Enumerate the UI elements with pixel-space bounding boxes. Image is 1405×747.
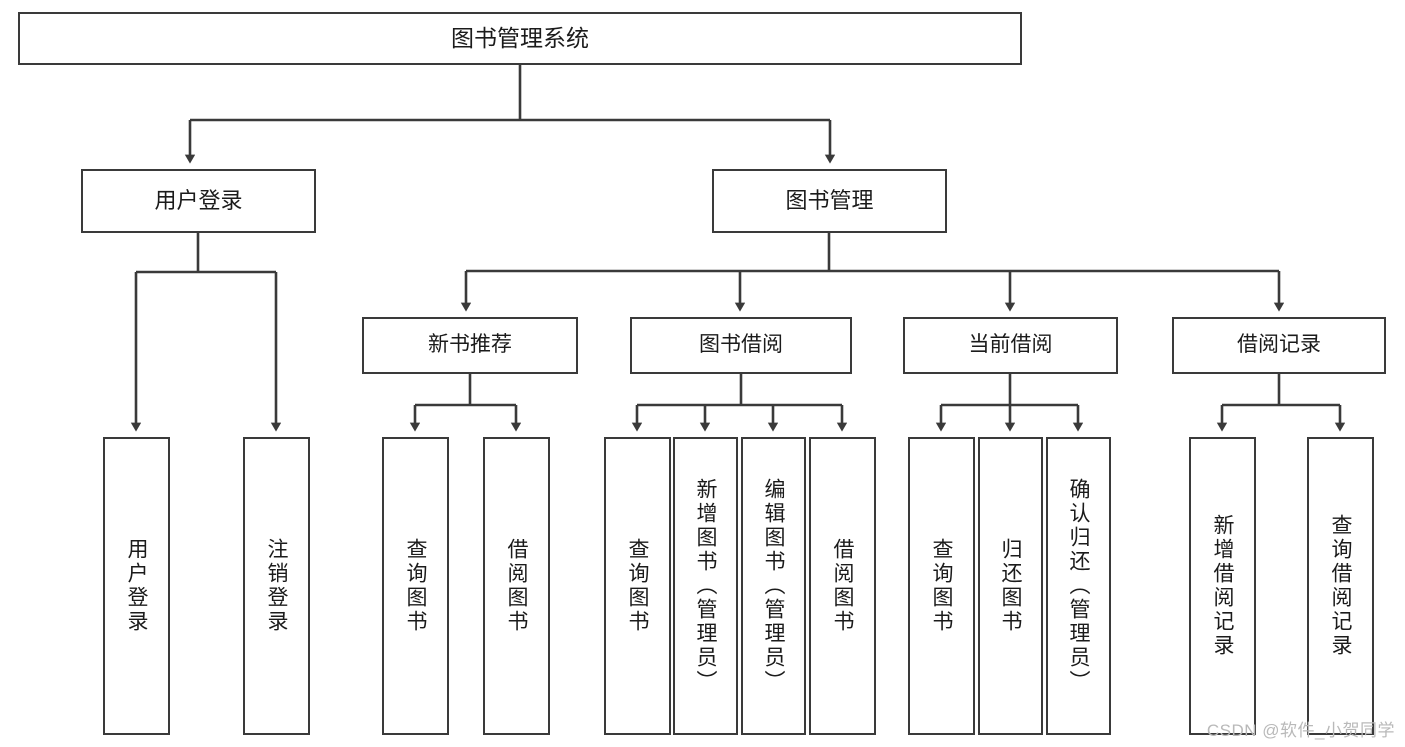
leaf-borrow-book[interactable]: 借阅图书 — [809, 437, 876, 735]
leaf-user-login-label: 用户登录 — [125, 538, 148, 634]
node-user-login-label: 用户登录 — [154, 188, 243, 214]
node-book-management-label: 图书管理 — [785, 188, 874, 214]
leaf-borrow-query-book[interactable]: 查询图书 — [604, 437, 671, 735]
leaf-current-query-book[interactable]: 查询图书 — [908, 437, 975, 735]
leaf-return-book[interactable]: 归还图书 — [978, 437, 1043, 735]
leaf-recommend-borrow-book[interactable]: 借阅图书 — [483, 437, 550, 735]
leaf-edit-book-admin[interactable]: 编辑图书（管理员） — [741, 437, 806, 735]
node-book-borrow[interactable]: 图书借阅 — [630, 317, 852, 374]
leaf-logout-label: 注销登录 — [265, 538, 288, 634]
leaf-user-login[interactable]: 用户登录 — [103, 437, 170, 735]
leaf-borrow-book-label: 借阅图书 — [831, 538, 854, 634]
node-new-book-recommend-label: 新书推荐 — [428, 333, 512, 357]
leaf-query-borrow-record-label: 查询借阅记录 — [1329, 514, 1352, 658]
leaf-logout[interactable]: 注销登录 — [243, 437, 310, 735]
leaf-recommend-borrow-book-label: 借阅图书 — [505, 538, 528, 634]
node-root-label: 图书管理系统 — [451, 25, 589, 52]
leaf-recommend-query-book-label: 查询图书 — [404, 538, 427, 634]
leaf-add-book-admin-label: 新增图书（管理员） — [694, 478, 717, 694]
node-new-book-recommend[interactable]: 新书推荐 — [362, 317, 578, 374]
leaf-borrow-query-book-label: 查询图书 — [626, 538, 649, 634]
node-book-management[interactable]: 图书管理 — [712, 169, 947, 233]
leaf-query-borrow-record[interactable]: 查询借阅记录 — [1307, 437, 1374, 735]
node-book-borrow-label: 图书借阅 — [699, 333, 783, 357]
node-borrow-record[interactable]: 借阅记录 — [1172, 317, 1386, 374]
leaf-confirm-return-admin-label: 确认归还（管理员） — [1067, 478, 1090, 694]
node-borrow-record-label: 借阅记录 — [1237, 333, 1321, 357]
leaf-current-query-book-label: 查询图书 — [930, 538, 953, 634]
node-root[interactable]: 图书管理系统 — [18, 12, 1022, 65]
node-user-login[interactable]: 用户登录 — [81, 169, 316, 233]
leaf-return-book-label: 归还图书 — [999, 538, 1022, 634]
node-current-borrow-label: 当前借阅 — [968, 333, 1053, 357]
node-current-borrow[interactable]: 当前借阅 — [903, 317, 1118, 374]
leaf-add-book-admin[interactable]: 新增图书（管理员） — [673, 437, 738, 735]
leaf-add-borrow-record-label: 新增借阅记录 — [1211, 514, 1234, 658]
leaf-confirm-return-admin[interactable]: 确认归还（管理员） — [1046, 437, 1111, 735]
leaf-recommend-query-book[interactable]: 查询图书 — [382, 437, 449, 735]
leaf-add-borrow-record[interactable]: 新增借阅记录 — [1189, 437, 1256, 735]
leaf-edit-book-admin-label: 编辑图书（管理员） — [762, 478, 785, 694]
